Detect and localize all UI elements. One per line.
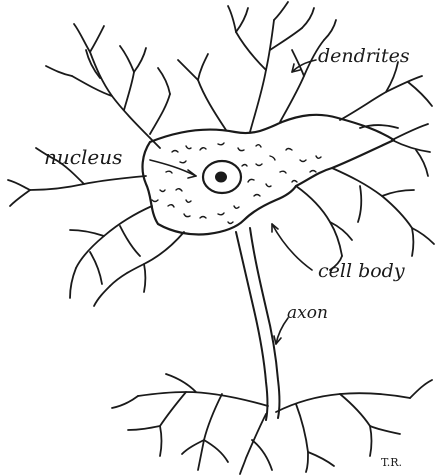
cell-body-arrow	[272, 224, 312, 270]
dendrites-label: dendrites	[318, 47, 410, 66]
cell-body	[143, 115, 394, 235]
nucleus-label: nucleus	[44, 147, 122, 167]
cytoplasm-speckles	[152, 143, 321, 224]
dendrites-arrow	[292, 60, 316, 72]
axon	[236, 228, 280, 420]
cell-body-label: cell body	[318, 262, 405, 281]
artist-initials: T.R.	[381, 457, 402, 468]
axon-label: axon	[287, 305, 328, 322]
nucleus-arrow	[150, 160, 196, 176]
nucleus	[203, 161, 241, 193]
